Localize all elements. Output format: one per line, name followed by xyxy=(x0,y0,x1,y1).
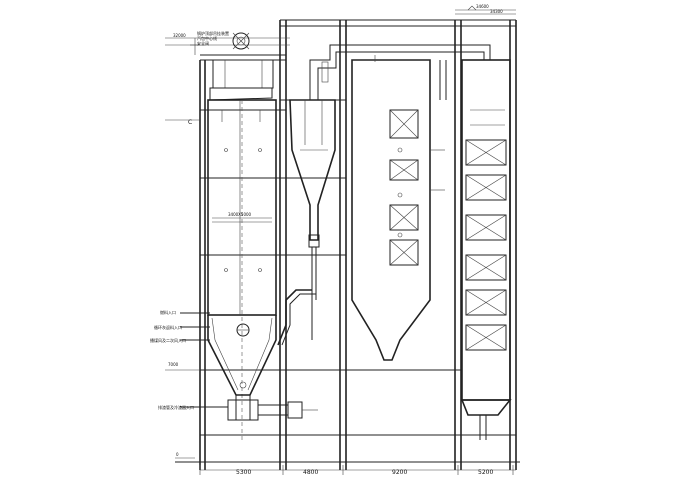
inlet-label-3: 播煤风及二次风入口 xyxy=(150,337,186,343)
dim-bay-4: 5200 xyxy=(478,469,493,476)
bottom-inlet-label: 排渣管及冷渣器入口 xyxy=(158,404,194,410)
elev-zero: 0 xyxy=(176,452,179,457)
cyclone-separator xyxy=(277,44,430,346)
top-note-3: 安全阀 xyxy=(197,40,209,46)
elev-c-mark: C xyxy=(188,119,192,126)
dim-bay-2: 4800 xyxy=(303,469,318,476)
furnace xyxy=(180,99,318,440)
top-note-1: 锅炉顶部吊挂装置 xyxy=(197,30,229,36)
dimension-lines xyxy=(165,5,516,475)
furnace-size-label: 3400X5000 xyxy=(228,212,252,217)
drum-assembly xyxy=(190,32,274,101)
dim-bay-3: 9200 xyxy=(392,469,407,476)
elev-top-a: 34600 xyxy=(476,4,489,9)
elev-left-top: 32000 xyxy=(173,33,186,38)
dim-bay-1: 5300 xyxy=(236,469,251,476)
elev-top-b: 34300 xyxy=(490,9,503,14)
heater-bundles xyxy=(389,109,419,266)
preheater-bundles xyxy=(465,139,507,351)
floor-beams xyxy=(200,99,516,436)
elev-left-mid: 7000 xyxy=(168,362,179,367)
inlet-label-1: 燃料入口 xyxy=(160,309,176,315)
convection-pass xyxy=(351,44,491,361)
inlet-label-2: 循环灰返料入口 xyxy=(154,324,182,330)
top-note-2: 汽包中心线 xyxy=(197,35,217,41)
air-preheater xyxy=(460,59,512,440)
